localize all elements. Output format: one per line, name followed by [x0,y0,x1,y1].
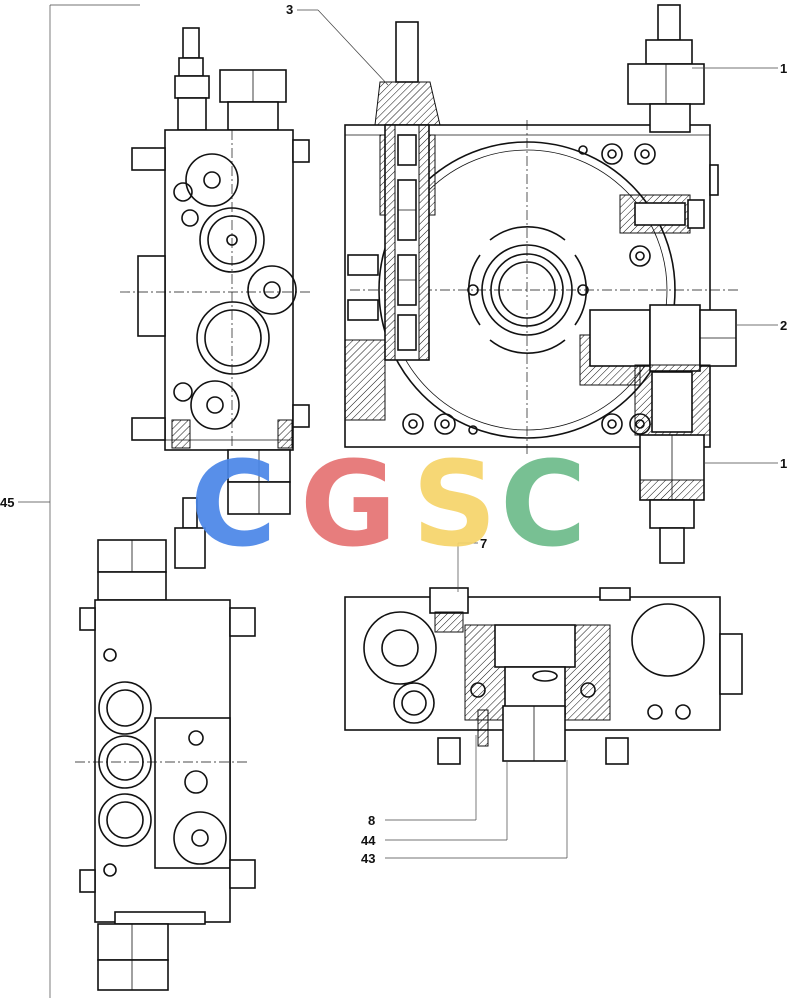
callout-3: 3 [286,2,293,17]
callout-leaders [297,9,778,859]
callout-7: 7 [480,536,487,551]
callout-45: 45 [0,495,14,510]
callout-1-bottom: 1 [780,456,787,471]
side-view-bottom-left [75,497,256,991]
bottom-section-view [344,587,743,765]
callout-8: 8 [368,813,375,828]
callout-44: 44 [361,833,376,848]
cgsc-watermark: C G S C [190,435,587,573]
callout-1-top: 1 [780,61,787,76]
watermark-letter-s: S [412,435,497,573]
callout-labels: 3 1 2 1 7 8 44 43 45 [0,2,787,866]
watermark-letter-c1: C [190,435,277,573]
callout-43: 43 [361,851,375,866]
front-section-view [344,4,740,564]
leader-45 [18,4,140,998]
watermark-letter-g: G [300,435,397,573]
callout-2: 2 [780,318,787,333]
watermark-letter-c2: C [500,435,587,573]
side-view-top-left [120,27,310,515]
